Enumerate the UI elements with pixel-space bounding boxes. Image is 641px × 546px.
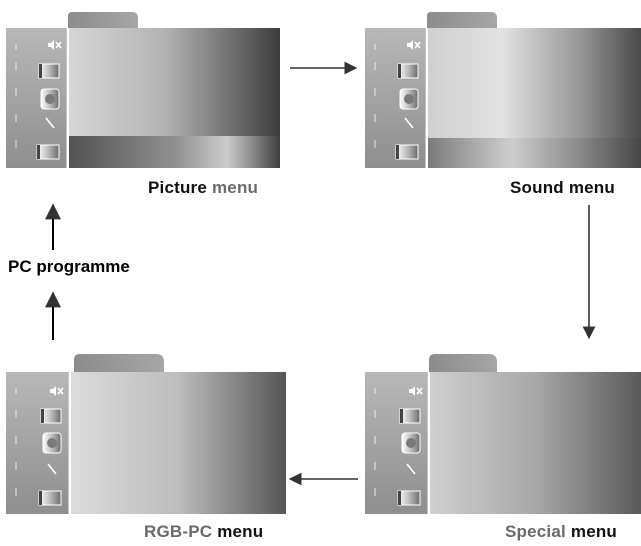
screen-icon [397, 490, 421, 506]
speaker-icon [401, 432, 421, 454]
picture-icon [399, 408, 421, 424]
speaker-icon [40, 88, 60, 110]
special-menu-caption-word2: menu [570, 522, 618, 541]
picture-menu-screen [6, 10, 280, 168]
special-menu-caption: Special menu [505, 522, 617, 542]
special-menu-caption-word1: Special [505, 522, 566, 541]
picture-icon [38, 63, 60, 79]
screen-icon [36, 144, 60, 160]
pencil-icon [47, 463, 57, 475]
sound-menu-screen [365, 10, 641, 168]
screen-icon [38, 490, 62, 506]
mute-icon [48, 40, 62, 50]
speaker-icon [42, 432, 62, 454]
mute-icon [409, 386, 423, 396]
rgbpc-menu-screen [6, 352, 286, 514]
special-menu-screen [365, 352, 641, 514]
pencil-icon [406, 463, 416, 475]
pencil-icon [45, 117, 55, 129]
sound-menu-caption-word1: Sound [510, 178, 564, 197]
screen-icon [395, 144, 419, 160]
pc-programme-label: PC programme [8, 257, 130, 276]
picture-icon [397, 63, 419, 79]
picture-icon [40, 408, 62, 424]
rgbpc-menu-caption: RGB-PC menu [144, 522, 263, 542]
picture-menu-caption: Picture menu [148, 178, 258, 198]
rgbpc-menu-caption-word2: menu [217, 522, 264, 541]
picture-menu-caption-word2: menu [211, 178, 259, 197]
sound-menu-caption: Sound menu [510, 178, 615, 198]
rgbpc-menu-caption-word1: RGB-PC [144, 522, 213, 541]
mute-icon [407, 40, 421, 50]
sound-menu-caption-word2: menu [568, 178, 615, 197]
mute-icon [50, 386, 64, 396]
speaker-icon [399, 88, 419, 110]
pencil-icon [404, 117, 414, 129]
picture-menu-caption-word1: Picture [148, 178, 208, 197]
